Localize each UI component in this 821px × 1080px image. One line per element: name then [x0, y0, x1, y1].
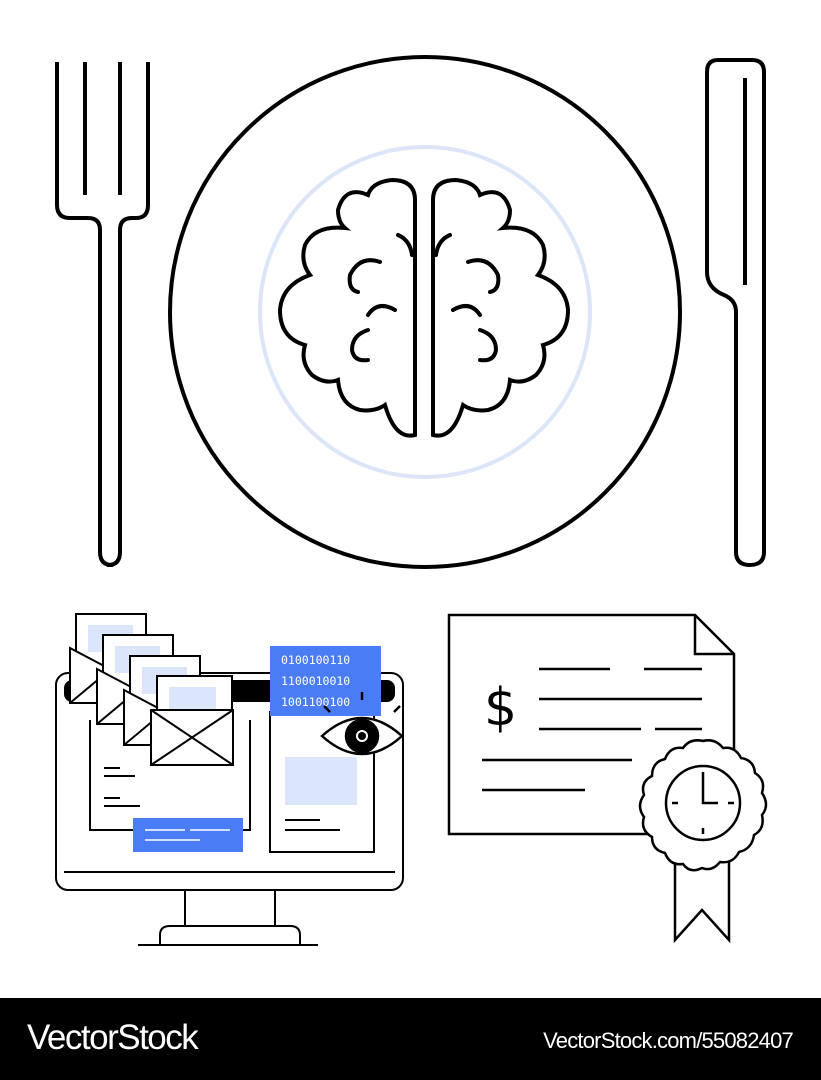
brand-logo: VectorStock — [27, 1018, 199, 1057]
fork-icon — [55, 62, 150, 567]
clock-seal-icon — [638, 739, 768, 944]
binary-code-panel: 0100100110 1100010010 1001100100 — [270, 646, 381, 716]
monitor-icon — [55, 672, 404, 946]
footer-bar: VectorStock VectorStock.com/55082407 — [0, 998, 821, 1080]
plate-icon — [168, 55, 682, 569]
eye-icon — [320, 692, 404, 756]
dollar-sign-icon: $ — [484, 678, 517, 738]
image-url: VectorStock.com/55082407 — [543, 1028, 794, 1053]
brain-icon — [277, 177, 571, 438]
svg-text:0100100110: 0100100110 — [281, 653, 350, 667]
knife-icon — [705, 58, 766, 567]
svg-text:1001100100: 1001100100 — [281, 695, 350, 709]
illustration: 0100100110 1100010010 1001100100 $ — [55, 55, 768, 946]
envelopes-icon — [69, 613, 234, 766]
svg-text:1100010010: 1100010010 — [281, 674, 350, 688]
